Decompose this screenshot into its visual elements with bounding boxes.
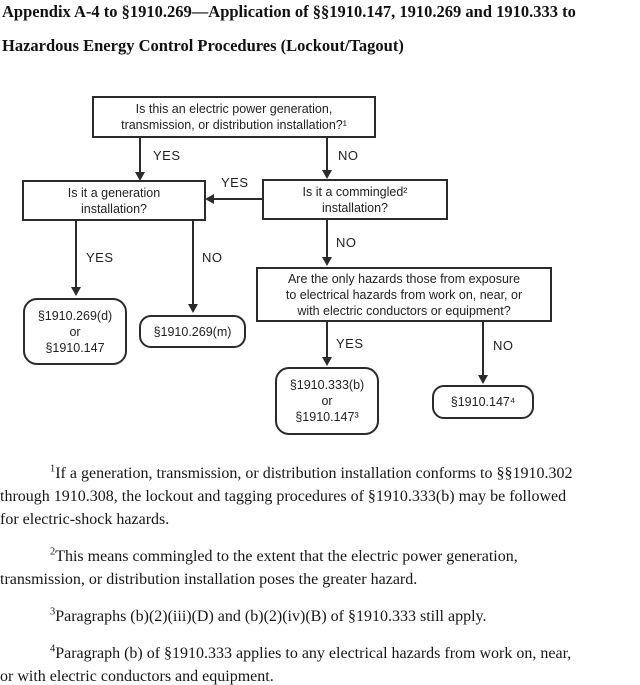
box-text: to electrical hazards from work on, near… xyxy=(285,287,523,302)
flowchart-box-commingled-question: Is it a commingled² installation? xyxy=(262,179,448,220)
arrow-line xyxy=(326,138,328,171)
arrow-line xyxy=(192,221,194,305)
label-yes-generation: YES xyxy=(86,250,114,265)
label-no-commingled: NO xyxy=(336,235,357,250)
label-yes-commingled-horizontal: YES xyxy=(221,175,249,190)
box-text: Are the only hazards those from exposure xyxy=(287,271,521,286)
box-text: §1910.147⁴ xyxy=(450,395,516,409)
flowchart-result-1910-269d-or-147: §1910.269(d) or §1910.147 xyxy=(23,298,127,365)
footnote-1-marker: 1 xyxy=(50,463,56,475)
label-no-hazards: NO xyxy=(493,338,514,353)
box-text: Is it a commingled² xyxy=(302,184,408,199)
arrowhead-down-icon xyxy=(478,375,488,384)
label-yes-installation: YES xyxy=(153,148,181,163)
footnote-text: This means commingled to the extent that… xyxy=(55,548,518,565)
box-text: with electric conductors or equipment? xyxy=(297,303,511,318)
box-text: transmission, or distribution installati… xyxy=(121,118,347,132)
page-title-line-2: Hazardous Energy Control Procedures (Loc… xyxy=(2,36,404,55)
footnote-1: 1If a generation, transmission, or distr… xyxy=(0,462,640,531)
arrowhead-down-icon xyxy=(322,257,332,266)
arrowhead-left-icon xyxy=(205,194,214,204)
footnote-2: 2This means commingled to the extent tha… xyxy=(0,545,640,591)
label-no-installation: NO xyxy=(338,148,359,163)
footnotes-section: 1If a generation, transmission, or distr… xyxy=(0,462,640,685)
arrowhead-down-icon xyxy=(322,170,332,179)
arrowhead-down-icon xyxy=(135,172,145,181)
arrow-line xyxy=(75,221,77,288)
flowchart-box-installation-question: Is this an electric power generation, tr… xyxy=(92,96,376,138)
label-yes-hazards: YES xyxy=(336,336,364,351)
footnote-4: 4Paragraph (b) of §1910.333 applies to a… xyxy=(0,642,640,685)
arrow-line xyxy=(214,198,262,200)
footnote-3-marker: 3 xyxy=(50,606,56,618)
footnote-text: or with electric conductors and equipmen… xyxy=(0,668,274,685)
box-text: or xyxy=(69,324,81,339)
page-title-line-1: Appendix A-4 to §1910.269—Application of… xyxy=(2,2,576,21)
arrow-line xyxy=(139,138,141,173)
box-text: §1910.269(m) xyxy=(153,324,232,339)
box-text: or xyxy=(321,394,333,408)
box-text: §1910.147³ xyxy=(295,410,359,424)
box-text: §1910.147 xyxy=(45,340,105,355)
arrow-line xyxy=(326,322,328,358)
label-no-generation: NO xyxy=(202,250,223,265)
footnote-text: Paragraph (b) of §1910.333 applies to an… xyxy=(55,645,572,662)
footnote-text: through 1910.308, the lockout and taggin… xyxy=(0,488,567,505)
arrowhead-down-icon xyxy=(71,287,81,296)
footnote-text: Paragraphs (b)(2)(iii)(D) and (b)(2)(iv)… xyxy=(55,608,487,625)
flowchart-result-1910-333b-or-147: §1910.333(b) or §1910.147³ xyxy=(275,367,379,435)
arrow-line xyxy=(482,322,484,376)
box-text: installation? xyxy=(321,200,388,215)
footnote-text: for electric-shock hazards. xyxy=(0,511,170,528)
flowchart-result-1910-269m: §1910.269(m) xyxy=(139,315,246,348)
box-text: §1910.333(b) xyxy=(289,378,365,392)
box-text: Is this an electric power generation, xyxy=(135,102,333,116)
footnote-3: 3Paragraphs (b)(2)(iii)(D) and (b)(2)(iv… xyxy=(0,605,640,628)
box-text: §1910.269(d) xyxy=(37,308,113,323)
footnote-2-marker: 2 xyxy=(50,546,56,558)
footnote-text: If a generation, transmission, or distri… xyxy=(55,465,573,482)
arrowhead-down-icon xyxy=(188,304,198,313)
flowchart-box-generation-question: Is it a generation installation? xyxy=(22,180,206,221)
box-text: Is it a generation xyxy=(67,185,161,200)
footnote-text: transmission, or distribution installati… xyxy=(0,571,418,588)
box-text: installation? xyxy=(80,201,147,216)
flowchart-result-1910-147: §1910.147⁴ xyxy=(432,385,534,419)
footnote-4-marker: 4 xyxy=(50,643,56,655)
flowchart-box-hazards-question: Are the only hazards those from exposure… xyxy=(256,267,552,322)
arrow-line xyxy=(326,220,328,258)
arrowhead-down-icon xyxy=(322,357,332,366)
